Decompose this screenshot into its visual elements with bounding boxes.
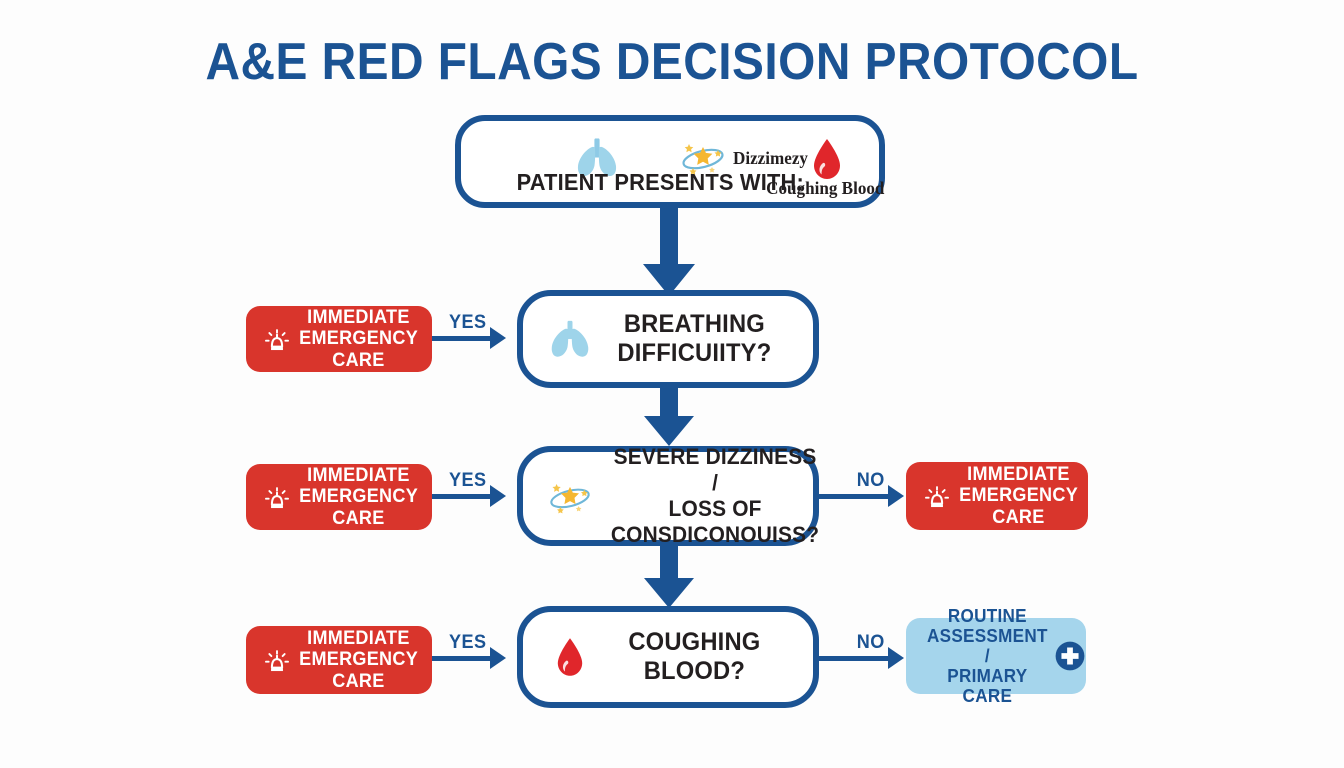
action-box-immediate-emergency-care-2[interactable]: IMMEDIATE EMERGENCY CARE <box>246 464 432 530</box>
intake-title: PATIENT PRESENTS WITH: <box>516 169 804 195</box>
action-box-immediate-emergency-care-4[interactable]: IMMEDIATE EMERGENCY CARE <box>246 626 432 694</box>
intake-dizziness-label: Dizzimezy <box>732 148 808 168</box>
action-box-immediate-emergency-care-1[interactable]: IMMEDIATE EMERGENCY CARE <box>246 306 432 372</box>
connector-yes-arrow-3 <box>490 647 506 669</box>
connector-yes-line-1 <box>432 336 490 341</box>
action-label-1: IMMEDIATE EMERGENCY CARE <box>299 307 419 371</box>
action-box-routine-assessment[interactable]: ROUTINE ASSESSMENT / PRIMARY CARE <box>906 606 1089 706</box>
connector-breathing-to-dizziness <box>644 386 694 446</box>
blood-drop-icon <box>543 630 597 684</box>
connector-dizziness-to-coughing <box>644 544 694 608</box>
intake-coughing-blood-label: Coughing Blood <box>766 178 885 198</box>
decision-node-breathing[interactable]: BREATHING DIFFICUIITY? <box>517 290 819 388</box>
page-title: A&E RED FLAGS DECISION PROTOCOL <box>205 33 1139 91</box>
medical-cross-icon <box>1051 637 1089 675</box>
connector-no-line-3 <box>819 656 891 661</box>
lungs-icon <box>577 138 617 176</box>
intake-node: Dizzimezy Coughing Blood PATIENT PRESENT… <box>455 115 885 208</box>
siren-icon <box>258 320 296 358</box>
dizziness-stars-icon <box>543 469 597 523</box>
connector-intake-to-breathing <box>643 206 695 296</box>
connector-no-line-2 <box>819 494 891 499</box>
siren-icon <box>918 477 956 515</box>
connector-yes-line-2 <box>432 494 490 499</box>
edge-label-no-3: NO <box>856 632 885 653</box>
siren-icon <box>258 478 296 516</box>
blood-drop-icon <box>814 139 840 179</box>
decision-label-coughing-blood: COUGHING BLOOD? <box>628 627 761 686</box>
siren-icon <box>258 641 296 679</box>
edge-label-yes-2: YES <box>448 470 487 491</box>
edge-label-yes-3: YES <box>448 632 487 653</box>
connector-no-arrow-3 <box>888 647 904 669</box>
connector-yes-arrow-1 <box>490 327 506 349</box>
decision-node-coughing-blood[interactable]: COUGHING BLOOD? <box>517 606 819 708</box>
lungs-icon <box>543 312 597 366</box>
action-label-4: IMMEDIATE EMERGENCY CARE <box>299 628 419 692</box>
action-label-3: IMMEDIATE EMERGENCY CARE <box>959 464 1079 528</box>
connector-yes-arrow-2 <box>490 485 506 507</box>
edge-label-no-2: NO <box>856 470 885 491</box>
connector-no-arrow-2 <box>888 485 904 507</box>
action-label-5: ROUTINE ASSESSMENT / PRIMARY CARE <box>927 605 1048 707</box>
decision-node-dizziness[interactable]: SEVERE DIZZINESS / LOSS OF CONSDICONOUIS… <box>517 444 819 547</box>
connector-yes-line-3 <box>432 656 490 661</box>
action-label-2: IMMEDIATE EMERGENCY CARE <box>299 465 419 529</box>
dizziness-stars-icon <box>682 144 724 175</box>
decision-label-breathing: BREATHING DIFFICUIITY? <box>617 309 772 368</box>
decision-label-dizziness: SEVERE DIZZINESS / LOSS OF CONSDICONOUIS… <box>610 444 820 547</box>
edge-label-yes-1: YES <box>448 312 487 333</box>
action-box-immediate-emergency-care-3[interactable]: IMMEDIATE EMERGENCY CARE <box>906 462 1088 530</box>
